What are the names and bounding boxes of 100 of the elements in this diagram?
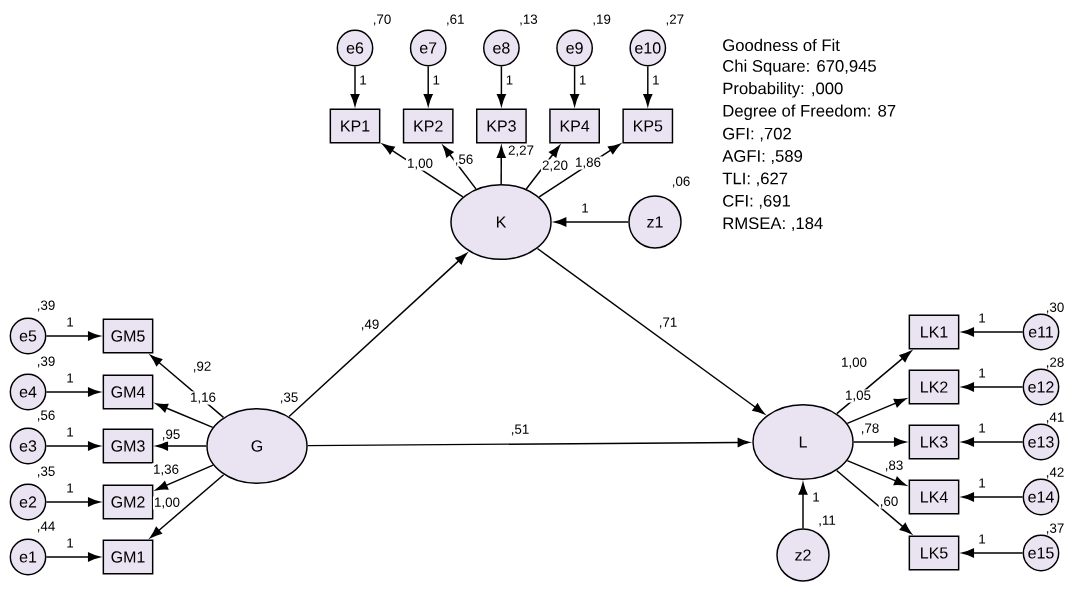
observed-box: KP4 bbox=[549, 108, 600, 144]
arrow bbox=[155, 464, 214, 491]
arrow bbox=[496, 145, 506, 185]
observed-box: GM4 bbox=[102, 374, 154, 410]
arrow bbox=[45, 497, 101, 507]
arrow bbox=[155, 403, 214, 429]
edge-label: 1 bbox=[811, 491, 821, 503]
edge-label: 1 bbox=[977, 367, 987, 379]
arrow bbox=[45, 441, 101, 451]
arrow bbox=[423, 65, 433, 107]
observed-box: GM3 bbox=[102, 428, 154, 464]
edge-label: 1 bbox=[977, 533, 987, 545]
variance-label: ,27 bbox=[666, 14, 684, 26]
arrow bbox=[846, 398, 907, 425]
edge-label: ,60 bbox=[878, 495, 900, 509]
variance-label: ,39 bbox=[37, 300, 55, 312]
edge-label: ,56 bbox=[453, 153, 475, 167]
arrow bbox=[45, 552, 101, 562]
variance-label: ,30 bbox=[1046, 302, 1064, 314]
observed-box: LK3 bbox=[908, 424, 960, 460]
fit-statistic: AGFI: ,589 bbox=[722, 150, 803, 164]
variance-label: ,44 bbox=[37, 521, 55, 533]
fit-statistic: CFI: ,691 bbox=[723, 194, 790, 209]
variance-label: ,28 bbox=[1046, 357, 1064, 369]
arrow bbox=[961, 548, 1024, 558]
edge-label: 1 bbox=[358, 74, 368, 86]
edge-label: 1,00 bbox=[152, 496, 182, 510]
edge-label: 2,20 bbox=[540, 159, 570, 173]
variance-label: ,42 bbox=[1046, 467, 1064, 479]
edge-label: ,51 bbox=[509, 423, 531, 437]
arrow bbox=[45, 387, 101, 397]
arrow bbox=[45, 331, 101, 341]
edge-label: 1 bbox=[65, 316, 75, 328]
arrow bbox=[961, 327, 1024, 337]
fit-statistic: Chi Square: 670,945 bbox=[723, 59, 876, 76]
variance-label: ,61 bbox=[447, 14, 464, 26]
observed-box: KP2 bbox=[402, 108, 454, 144]
arrow bbox=[961, 437, 1024, 447]
observed-box: LK4 bbox=[908, 479, 960, 515]
edge-label: 1 bbox=[977, 312, 987, 324]
arrow bbox=[307, 437, 750, 447]
edge-label: 1,16 bbox=[188, 391, 218, 405]
arrow bbox=[798, 482, 808, 529]
arrow bbox=[835, 469, 912, 535]
observed-box: KP1 bbox=[329, 108, 381, 144]
edge-label: 1 bbox=[431, 74, 441, 86]
observed-box: LK2 bbox=[908, 369, 960, 405]
arrow bbox=[156, 441, 207, 451]
edge-label: ,49 bbox=[359, 318, 381, 332]
arrow bbox=[554, 217, 629, 227]
variance-label: ,41 bbox=[1046, 412, 1064, 424]
edge-label: 1 bbox=[580, 202, 590, 214]
observed-box: LK1 bbox=[908, 314, 960, 350]
variance-label: ,13 bbox=[520, 14, 538, 26]
arrow bbox=[961, 382, 1024, 392]
variance-label: ,19 bbox=[593, 14, 611, 26]
edge-label: 1,00 bbox=[405, 157, 435, 171]
edge-label: 1 bbox=[65, 482, 75, 494]
arrow bbox=[442, 145, 477, 190]
fit-statistic: Degree of Freedom: 87 bbox=[723, 104, 896, 120]
edge-label: 1 bbox=[977, 422, 987, 434]
edge-label: 1 bbox=[65, 372, 75, 384]
fit-statistic: Probability: ,000 bbox=[723, 82, 843, 98]
observed-box: LK5 bbox=[908, 535, 960, 571]
edge-label: 1,00 bbox=[839, 356, 869, 370]
observed-box: GM1 bbox=[102, 539, 154, 575]
fit-statistic: RMSEA: ,184 bbox=[723, 217, 823, 232]
edge-label: ,83 bbox=[883, 459, 905, 473]
observed-box: KP5 bbox=[622, 108, 674, 144]
fit-statistic: Goodness of Fit bbox=[723, 38, 840, 52]
arrow bbox=[643, 65, 653, 107]
arrow bbox=[150, 473, 225, 539]
arrow bbox=[961, 492, 1024, 502]
variance-label: ,70 bbox=[373, 14, 391, 26]
arrow bbox=[846, 459, 907, 486]
variance-label: ,11 bbox=[819, 515, 836, 527]
observed-box: KP3 bbox=[476, 108, 527, 144]
edge-label: ,95 bbox=[160, 428, 182, 442]
edge-label: 1 bbox=[577, 74, 588, 86]
edge-label: ,71 bbox=[657, 316, 679, 330]
variance-label: ,06 bbox=[672, 176, 690, 188]
edge-label: 1,36 bbox=[151, 463, 181, 477]
arrow bbox=[853, 437, 907, 447]
arrow bbox=[570, 65, 580, 107]
arrow bbox=[288, 252, 468, 418]
arrow bbox=[496, 65, 506, 107]
fit-statistic: TLI: ,627 bbox=[722, 172, 788, 187]
edge-label: 1 bbox=[504, 74, 515, 86]
edge-label: 1 bbox=[65, 537, 75, 549]
variance-label: ,37 bbox=[1046, 523, 1064, 535]
edge-label: 2,27 bbox=[506, 144, 536, 158]
observed-box: GM2 bbox=[102, 484, 154, 520]
edge-label: 1 bbox=[977, 477, 987, 489]
arrow bbox=[536, 247, 765, 415]
edge-label: ,78 bbox=[859, 422, 881, 436]
edge-label: 1,05 bbox=[843, 389, 873, 403]
arrow bbox=[382, 143, 464, 198]
variance-label: ,35 bbox=[37, 466, 55, 478]
edge-label: ,92 bbox=[191, 360, 213, 374]
variance-label: ,56 bbox=[37, 410, 55, 422]
